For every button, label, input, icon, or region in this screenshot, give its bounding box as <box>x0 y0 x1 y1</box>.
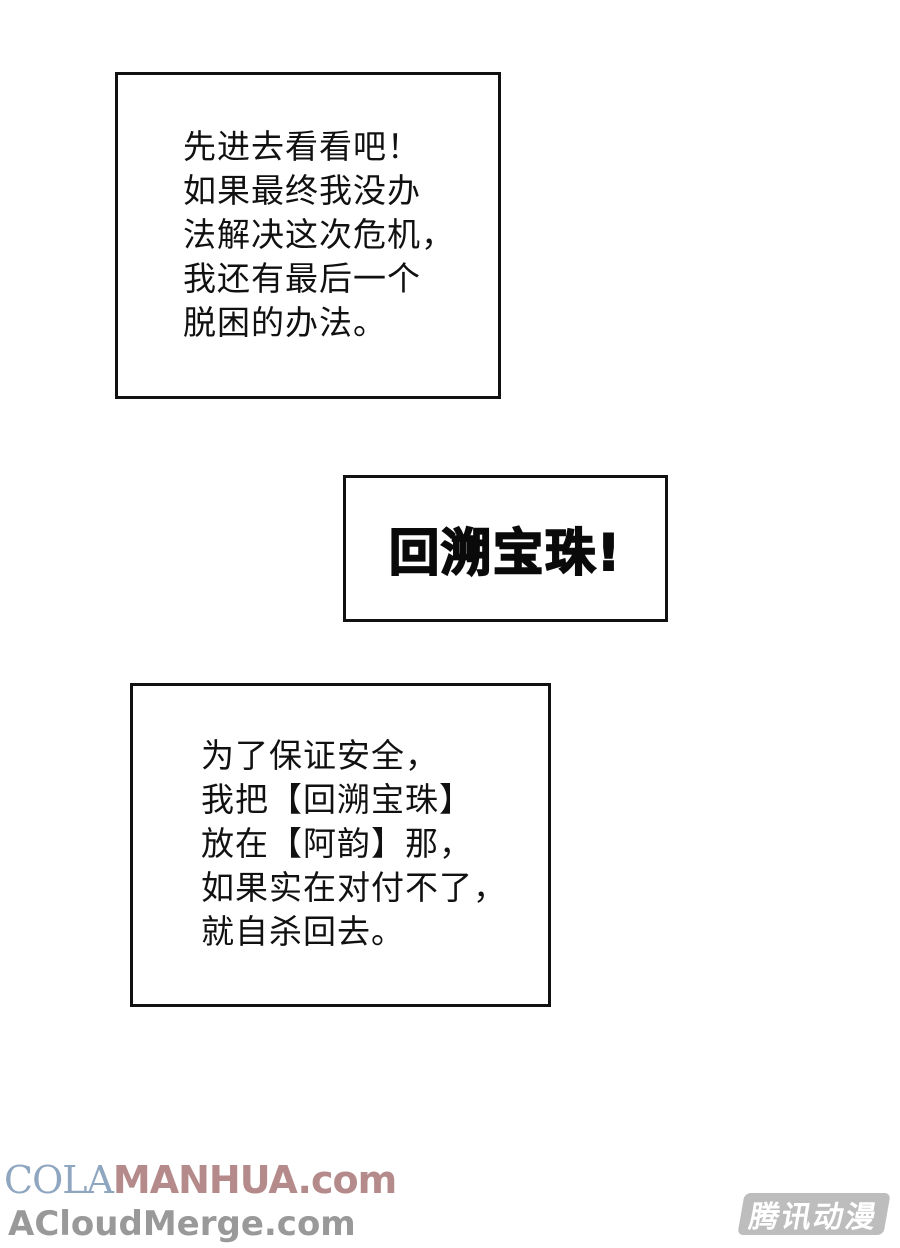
watermark-manhua: MANHUA.com <box>112 1158 397 1202</box>
speech-text-1: 先进去看看吧！ 如果最终我没办 法解决这次危机， 我还有最后一个 脱困的办法。 <box>183 125 455 345</box>
speech-text-3: 为了保证安全， 我把【回溯宝珠】 放在【阿韵】那， 如果实在对付不了， 就自杀回… <box>201 734 507 954</box>
watermark-colamanhua: COLAMANHUA.com <box>4 1158 397 1202</box>
publisher-logo: 腾讯动漫 <box>737 1193 891 1235</box>
speech-box-1: 先进去看看吧！ 如果最终我没办 法解决这次危机， 我还有最后一个 脱困的办法。 <box>115 72 501 399</box>
shout-text: 回溯宝珠! <box>388 523 622 583</box>
speech-line: 我把【回溯宝珠】 <box>201 780 473 819</box>
speech-line: 脱困的办法。 <box>183 303 387 342</box>
speech-line: 如果最终我没办 <box>183 171 421 210</box>
speech-box-2: 回溯宝珠! <box>343 475 668 622</box>
speech-line: 我还有最后一个 <box>183 259 421 298</box>
speech-line: 先进去看看吧！ <box>183 127 421 166</box>
speech-box-3: 为了保证安全， 我把【回溯宝珠】 放在【阿韵】那， 如果实在对付不了， 就自杀回… <box>130 683 551 1007</box>
speech-line: 如果实在对付不了， <box>201 868 507 907</box>
speech-line: 法解决这次危机， <box>183 215 455 254</box>
speech-line: 为了保证安全， <box>201 736 439 775</box>
speech-line: 放在【阿韵】那， <box>201 824 473 863</box>
speech-line: 就自杀回去。 <box>201 912 405 951</box>
watermark-acloudmerge: ACloudMerge.com <box>8 1204 356 1244</box>
watermark-cola: COLA <box>4 1158 114 1202</box>
